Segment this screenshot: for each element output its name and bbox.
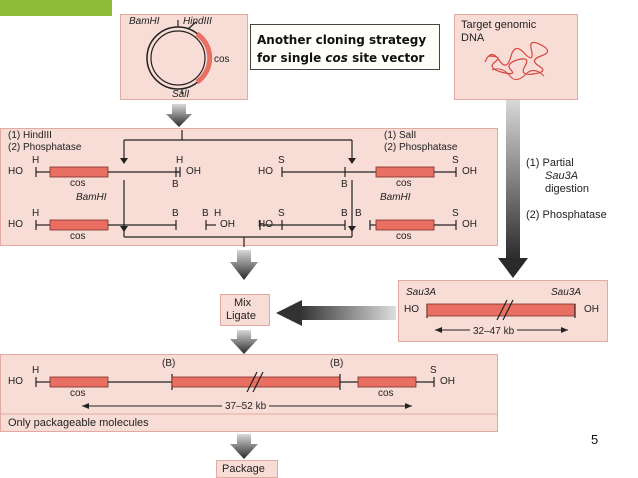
row1-far-oh: OH xyxy=(462,166,477,177)
row1-right-s: S xyxy=(278,155,285,166)
row1-right-b: B xyxy=(341,179,348,190)
insert-oh: OH xyxy=(584,304,599,315)
ligate-label: Ligate xyxy=(226,310,256,322)
row2-mid-h: H xyxy=(214,208,222,219)
right-step1: (1) SalI xyxy=(384,130,417,141)
row2-right-s: S xyxy=(278,208,285,219)
callout-line2-cos: cos xyxy=(325,51,348,65)
row1-mid-oh: OH xyxy=(186,166,201,177)
left-arm-row2 xyxy=(35,219,216,231)
row1-left-cos: cos xyxy=(70,178,86,189)
callout-line2: for single cos site vector xyxy=(257,49,433,67)
right-arm-row2 xyxy=(259,219,457,231)
strategy-callout: Another cloning strategy for single cos … xyxy=(250,24,440,70)
row2-mid-b: B xyxy=(202,208,209,219)
sau-step-line1: (1) Partial xyxy=(526,157,574,169)
branch-lines xyxy=(123,130,353,247)
sau-step-line4: (2) Phosphatase xyxy=(526,209,607,221)
product-panel xyxy=(0,354,498,432)
row1-mid-b: B xyxy=(172,179,179,190)
plasmid-vector xyxy=(146,20,213,94)
insert-sau-left: Sau3A xyxy=(406,287,437,298)
product-cos-right: cos xyxy=(378,388,394,399)
row2-far-oh: OH xyxy=(462,219,477,230)
row2-far-s: S xyxy=(452,208,459,219)
mix-ligate-box xyxy=(220,294,270,326)
product-caption: Only packageable molecules xyxy=(8,417,149,429)
row2-left-ho: HO xyxy=(8,219,23,230)
product-cos-left: cos xyxy=(70,388,86,399)
vector-cos-label: cos xyxy=(214,54,230,65)
row1-far-s: S xyxy=(452,155,459,166)
insert-ho: HO xyxy=(404,304,419,315)
mix-label: Mix xyxy=(234,297,252,309)
slide-number: 5 xyxy=(591,432,599,447)
left-arm-row1 xyxy=(35,166,181,178)
slide-accent-bar xyxy=(0,0,112,16)
right-bamhi-label: BamHI xyxy=(380,192,411,203)
right-step2: (2) Phosphatase xyxy=(384,142,458,153)
row2-left-h: H xyxy=(32,208,40,219)
left-step2: (2) Phosphatase xyxy=(8,142,82,153)
down-arrow-vector xyxy=(166,104,192,127)
left-bamhi-label: BamHI xyxy=(76,192,107,203)
left-arrow-to-mix xyxy=(276,300,302,326)
row1-right-ho: HO xyxy=(258,166,273,177)
row2-mid-oh: OH xyxy=(220,219,235,230)
target-dna-line2: DNA xyxy=(461,32,485,44)
callout-line1: Another cloning strategy xyxy=(257,33,427,47)
row2-right-b1: B xyxy=(341,208,348,219)
product-molecule xyxy=(35,371,435,409)
product-ho: HO xyxy=(8,376,23,387)
vector-panel xyxy=(120,14,248,100)
insert-size: 32–47 kb xyxy=(470,327,518,337)
vector-bamhi-label: BamHI xyxy=(129,16,160,27)
left-step1: (1) HindIII xyxy=(8,130,52,141)
package-label: Package xyxy=(222,463,265,475)
row2-left-b: B xyxy=(172,208,179,219)
product-b-right: (B) xyxy=(330,358,344,369)
right-arm-row1 xyxy=(281,166,457,178)
down-arrow-to-package xyxy=(230,434,258,459)
vector-sali-label: SalI xyxy=(172,89,190,100)
product-s: S xyxy=(430,365,437,376)
vector-hindiii-label: HindIII xyxy=(183,16,212,27)
down-arrow-to-mix xyxy=(230,250,258,280)
down-arrow-target xyxy=(498,258,528,278)
row1-left-h: H xyxy=(32,155,40,166)
down-arrow-to-product xyxy=(230,330,258,354)
sau-step-line2: Sau3A xyxy=(545,170,579,182)
row2-right-cos: cos xyxy=(396,231,412,242)
callout-line2-post: site vector xyxy=(347,51,425,65)
product-h: H xyxy=(32,365,40,376)
sau-step-line3: digestion xyxy=(545,183,590,195)
row1-left-ho: HO xyxy=(8,166,23,177)
row2-left-cos: cos xyxy=(70,231,86,242)
row2-right-ho: HO xyxy=(258,219,273,230)
callout-line2-pre: for single xyxy=(257,51,326,65)
product-b-left: (B) xyxy=(162,358,176,369)
product-size: 37–52 kb xyxy=(222,402,270,412)
insert-sau-right: Sau3A xyxy=(551,287,582,298)
row1-right-cos: cos xyxy=(396,178,412,189)
target-dna-panel xyxy=(454,14,578,100)
row2-right-b2: B xyxy=(355,208,362,219)
product-oh: OH xyxy=(440,376,455,387)
row1-mid-h: H xyxy=(176,155,184,166)
target-dna-line1: Target genomic xyxy=(461,19,537,31)
